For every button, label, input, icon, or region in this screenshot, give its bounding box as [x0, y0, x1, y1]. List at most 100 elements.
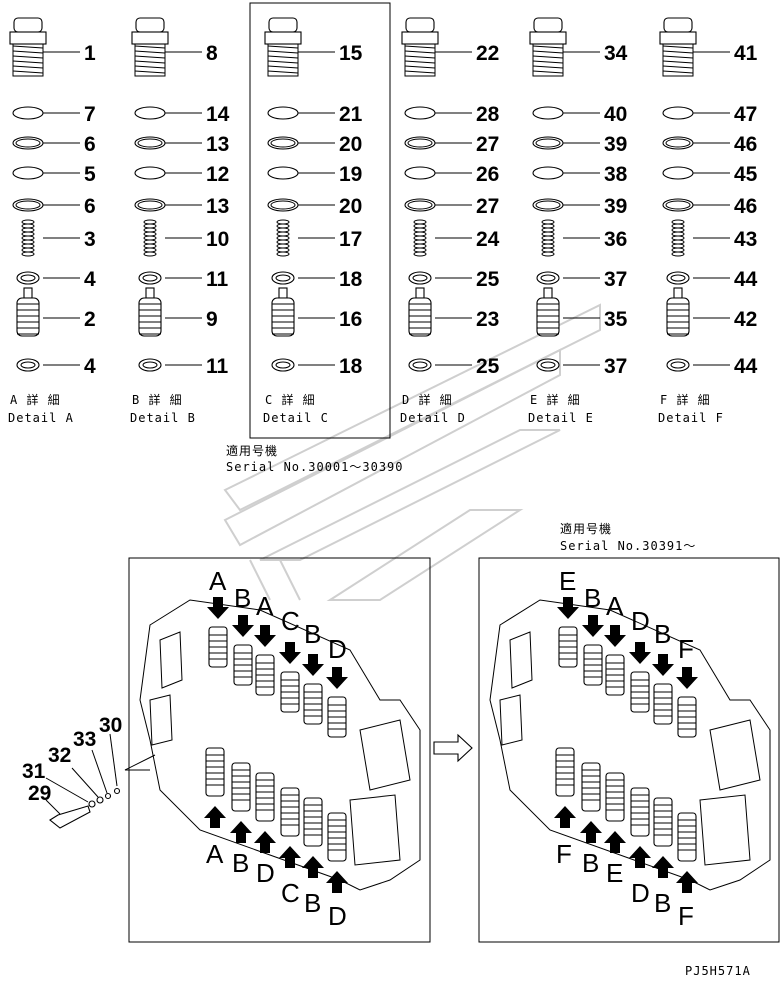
drawing-code: PJ5H571A — [685, 964, 751, 978]
up-arrow-icon — [554, 806, 576, 828]
o-ring-part: 45 — [662, 163, 758, 186]
up-arrow-icon — [204, 806, 226, 828]
valve-letter-bottom: B — [232, 848, 249, 878]
part-number: 8 — [206, 42, 218, 65]
part-number: 44 — [734, 268, 758, 291]
part-number: 22 — [476, 42, 499, 65]
part-number: 19 — [339, 163, 362, 186]
valve-plug — [653, 797, 673, 847]
detail-label-jp: A 詳 細 — [10, 392, 61, 407]
valve-plug — [205, 747, 225, 797]
part-number: 20 — [339, 133, 362, 156]
part-number: 12 — [206, 163, 229, 186]
detail-label: Detail F — [658, 411, 724, 425]
seat-ring-part: 18 — [271, 355, 363, 378]
valve-plug — [327, 812, 347, 862]
detail-label: Detail C — [263, 411, 329, 425]
o-ring-part: 47 — [662, 103, 757, 126]
part-number: 18 — [339, 355, 363, 378]
part-number: 35 — [604, 308, 628, 331]
up-arrow-icon — [326, 871, 348, 893]
poppet-part: 2 — [16, 287, 96, 337]
part-number: 25 — [476, 355, 500, 378]
part-number: 15 — [339, 42, 363, 65]
o-ring-part: 26 — [404, 163, 499, 186]
detail-label: Detail E — [528, 411, 594, 425]
poppet-part: 35 — [536, 287, 628, 337]
down-arrow-icon — [207, 597, 229, 619]
part-number: 43 — [734, 228, 757, 251]
valve-letter-top: B — [304, 619, 321, 649]
valve-letter-bottom: D — [256, 858, 275, 888]
valve-letter-bottom: E — [606, 858, 623, 888]
part-number: 28 — [476, 103, 500, 126]
part-number: 9 — [206, 308, 218, 331]
detail-label-jp: C 詳 細 — [265, 392, 316, 407]
part-number: 40 — [604, 103, 627, 126]
part-number: 30 — [99, 714, 122, 737]
part-number: 21 — [339, 103, 363, 126]
seat-ring-part: 25 — [408, 355, 500, 378]
plug-bolt — [45, 733, 121, 829]
part-number: 6 — [84, 195, 96, 218]
part-number: 46 — [734, 133, 757, 156]
part-number: 46 — [734, 195, 757, 218]
o-ring-part: 21 — [267, 103, 363, 126]
valve-plug — [231, 762, 251, 812]
spring-part: 43 — [671, 219, 757, 257]
part-number: 11 — [206, 268, 229, 291]
part-number: 29 — [28, 782, 51, 805]
backup-ring-part: 46 — [662, 195, 757, 218]
part-number: 5 — [84, 163, 96, 186]
part-number: 11 — [206, 355, 229, 378]
backup-ring-part: 39 — [532, 133, 627, 156]
detail-label: Detail D — [400, 411, 466, 425]
part-number: 25 — [476, 268, 500, 291]
part-number: 10 — [206, 228, 229, 251]
spring-part: 10 — [143, 219, 229, 257]
up-arrow-icon — [652, 856, 674, 878]
down-arrow-icon — [676, 667, 698, 689]
serial-label-2-jp: 適用号機 — [560, 521, 612, 536]
relief-valve-part: 15 — [264, 17, 363, 77]
o-ring-part: 5 — [12, 163, 96, 186]
valve-letter-top: E — [559, 566, 576, 596]
part-number: 18 — [339, 268, 363, 291]
assembly-frame-left — [128, 557, 431, 943]
backup-ring-part: 6 — [12, 133, 96, 156]
valve-letter-bottom: A — [206, 839, 224, 869]
valve-letter-top: A — [209, 566, 227, 596]
relief-valve-part: 41 — [659, 17, 758, 77]
down-arrow-icon — [629, 642, 651, 664]
down-arrow-icon — [582, 615, 604, 637]
part-number: 6 — [84, 133, 96, 156]
seat-ring-part: 4 — [16, 268, 96, 291]
valve-letter-bottom: B — [654, 888, 671, 918]
valve-letter-top: B — [584, 583, 601, 613]
control-valve-right — [489, 599, 771, 891]
valve-letter-top: D — [328, 634, 347, 664]
o-ring-part: 14 — [134, 103, 230, 126]
part-number: 1 — [84, 42, 96, 65]
relief-valve-part: 8 — [131, 17, 218, 77]
transition-arrow-icon — [433, 733, 473, 763]
part-number: 4 — [84, 268, 96, 291]
backup-ring-part: 39 — [532, 195, 627, 218]
valve-letter-top: A — [606, 591, 624, 621]
part-number: 13 — [206, 133, 229, 156]
spring-part: 3 — [21, 219, 96, 257]
valve-plug — [605, 772, 625, 822]
seat-ring-part: 37 — [536, 355, 627, 378]
valve-letter-top: D — [631, 606, 650, 636]
valve-letter-bottom: D — [631, 878, 650, 908]
valve-letter-bottom: C — [281, 878, 300, 908]
valve-letter-top: B — [654, 619, 671, 649]
detail-c-frame — [249, 2, 391, 439]
part-number: 36 — [604, 228, 627, 251]
relief-valve-part: 34 — [529, 17, 628, 77]
